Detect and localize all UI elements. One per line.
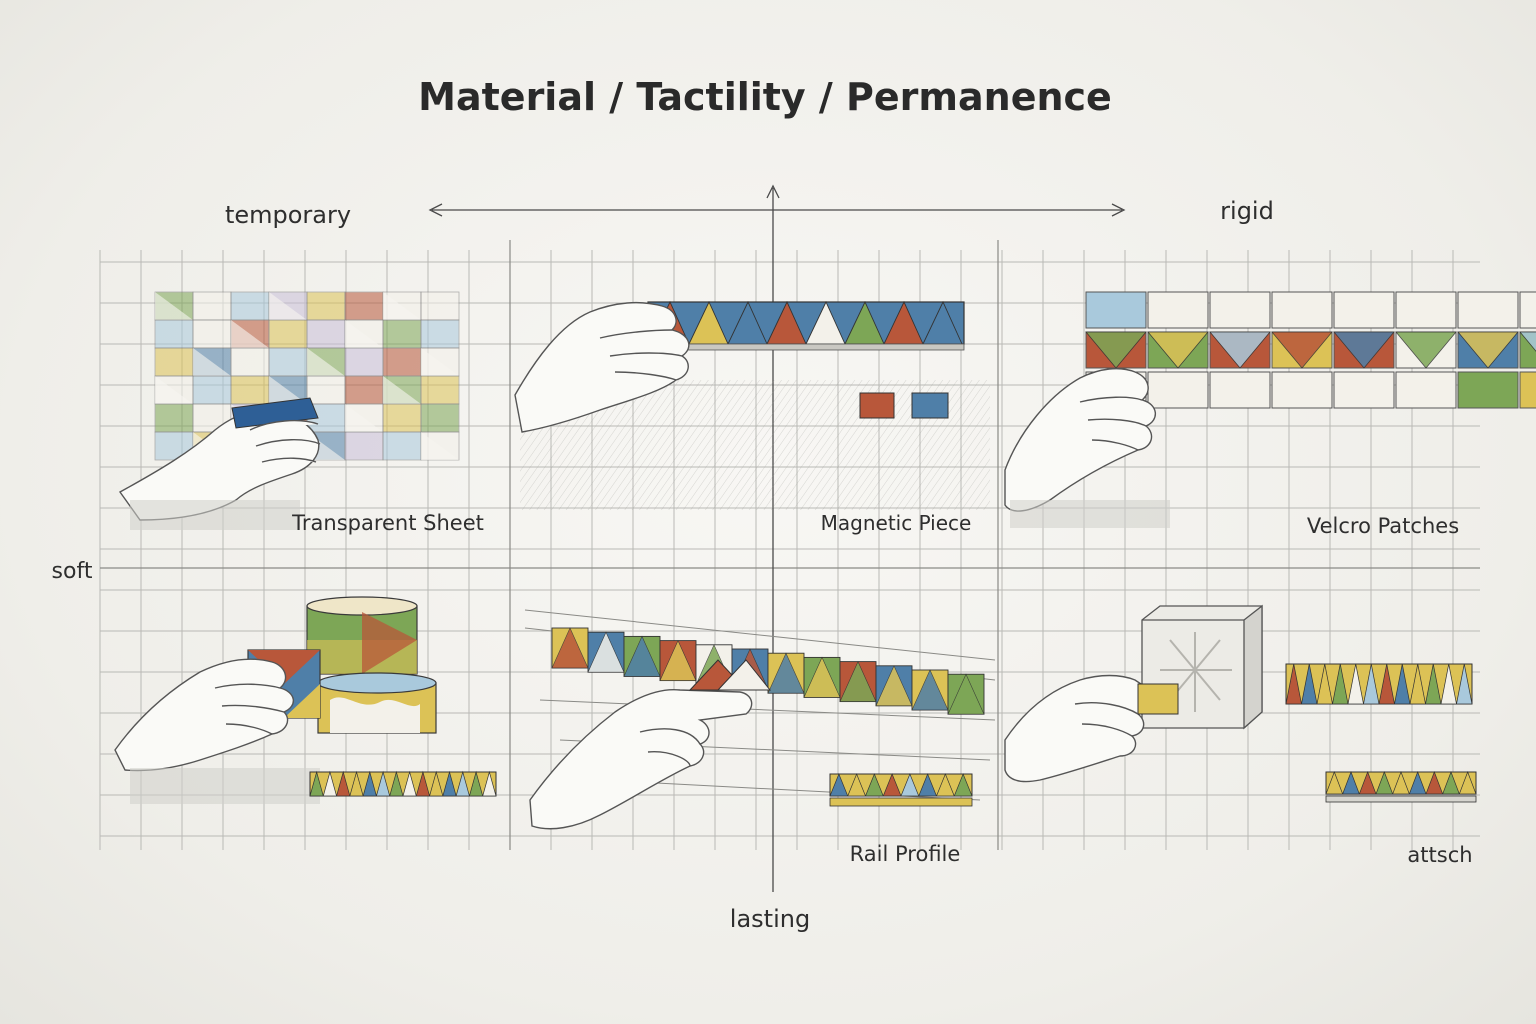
panel-dividers	[100, 240, 1480, 850]
panel-magnetic-piece: Magnetic Piece	[514, 300, 990, 535]
magnet-piece-red	[859, 392, 895, 419]
hand-holding-tape	[114, 658, 320, 804]
rail-sample	[829, 773, 973, 807]
hand-sliding-tile	[529, 659, 772, 830]
panel-attach-block: attsch	[1004, 604, 1477, 867]
attach-sample	[1325, 771, 1477, 803]
panel-transparent-sheet: Transparent Sheet	[118, 291, 484, 535]
panel-label-attach-block: attsch	[1407, 843, 1472, 867]
axis-label-lasting: lasting	[730, 905, 810, 933]
panel-label-transparent-sheet: Transparent Sheet	[291, 511, 484, 535]
axis-label-rigid: rigid	[1220, 197, 1274, 225]
hand-pressing-tile	[1004, 674, 1179, 783]
magnetic-strip	[647, 300, 965, 351]
velcro-tiles	[1085, 291, 1536, 409]
hand-holding-marker	[118, 397, 321, 530]
hand-attaching-patch	[1004, 367, 1170, 528]
axis-vertical	[766, 184, 780, 892]
attach-strip	[1285, 663, 1473, 705]
panel-label-velcro-patches: Velcro Patches	[1307, 514, 1459, 538]
axis-label-soft: soft	[52, 559, 93, 584]
panel-tape-rolls	[114, 596, 497, 804]
rail-strip	[551, 627, 985, 715]
magnet-piece-blue	[911, 392, 949, 419]
panel-label-rail-profile: Rail Profile	[850, 842, 961, 866]
axis-label-temporary: temporary	[225, 201, 351, 229]
panel-label-magnetic-piece: Magnetic Piece	[821, 511, 972, 535]
panel-velcro-patches: Velcro Patches	[1004, 291, 1536, 538]
hand-holding-strip	[514, 301, 690, 433]
panel-rail-profile: Rail Profile	[524, 609, 996, 866]
tape-strip-sample	[309, 770, 497, 797]
page-title: Material / Tactility / Permanence	[418, 75, 1112, 119]
axis-horizontal	[428, 203, 1126, 217]
